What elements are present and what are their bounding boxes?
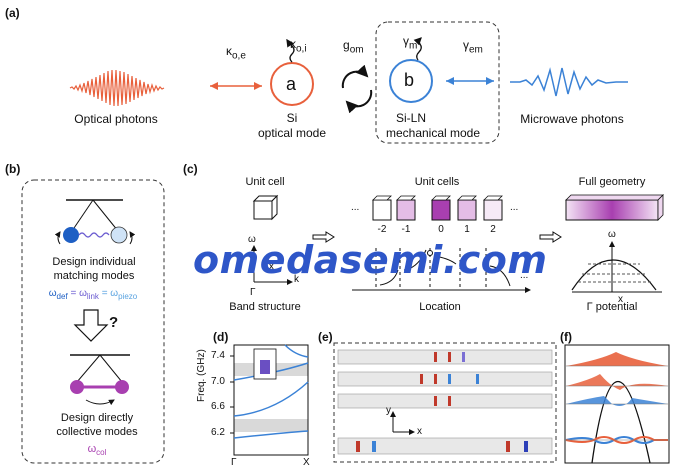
mechanical-mode-box	[375, 21, 500, 144]
microwave-pulse-waveform	[510, 67, 628, 97]
band-x-tick: X	[268, 262, 275, 273]
potential-x-label: x	[618, 294, 623, 305]
freq-axis-label: Freq. (GHz)	[196, 349, 207, 402]
design-down-arrow	[73, 309, 109, 342]
panel-e-box	[333, 342, 557, 463]
axis-y-label: y	[386, 405, 391, 416]
band-structure-label: Band structure	[229, 301, 301, 313]
omega-relation-label: ωdef = ωlink = ωpiezo	[48, 288, 138, 301]
watermark: omedasemi.com	[193, 238, 548, 282]
panel-d-letter: (d)	[213, 330, 229, 344]
ytick-6-2: 6.2	[211, 427, 225, 438]
panel-b-letter: (b)	[5, 162, 21, 176]
unit-cell-cube	[252, 194, 279, 221]
cell-index-m1: -1	[401, 224, 411, 235]
ytick-6-6: 6.6	[211, 401, 225, 412]
collective-ball-left	[70, 380, 84, 394]
location-dots: ...	[520, 270, 529, 281]
optical-photons-label: Optical photons	[74, 112, 158, 126]
gamma-em-label: γem	[463, 38, 483, 56]
cell-index-1: 1	[464, 224, 470, 235]
mode-a-circle	[270, 62, 314, 106]
kappa-oe-label: κo,e	[226, 44, 246, 62]
si-optical-mode-label: optical mode	[257, 126, 327, 140]
collective-modes-label: collective modes	[56, 426, 138, 438]
gamma-potential-plot	[571, 241, 662, 293]
collective-mode-potential	[564, 344, 670, 464]
band-gamma-tick: Γ	[250, 287, 256, 298]
link-spring	[78, 232, 110, 238]
matching-modes-label: matching modes	[53, 270, 135, 282]
piezo-mode-ball	[110, 226, 128, 244]
gamma-m-loss-arrow	[413, 37, 422, 61]
band-omega-label: ω	[248, 234, 256, 245]
panel-f-letter: (f)	[560, 330, 572, 344]
location-plot	[352, 248, 531, 293]
g-om-exchange-arrows	[341, 64, 369, 89]
cell-index-m2: -2	[377, 224, 387, 235]
si-label: Si	[286, 111, 298, 125]
g-om-label: gom	[343, 38, 364, 56]
waveguide-strips	[337, 349, 553, 455]
siln-label: Si-LN	[395, 111, 427, 125]
arrow-cells-to-full	[539, 231, 562, 243]
gamma-m-label: γm	[403, 34, 418, 52]
siln-mechanical-mode-label: mechanical mode	[385, 126, 481, 140]
unit-cells-row	[372, 195, 503, 221]
mode-profiles	[356, 352, 528, 452]
dots-right: ...	[510, 202, 519, 213]
gamma-potential-label: Γ potential	[586, 301, 638, 313]
panel-c-letter: (c)	[183, 162, 198, 176]
full-geometry-label: Full geometry	[578, 176, 646, 188]
mode-b-circle	[389, 59, 433, 103]
xtick-x: X	[303, 457, 310, 468]
unit-cell-label: Unit cell	[245, 176, 285, 188]
mode-a-label: a	[286, 74, 297, 94]
panel-e-letter: (e)	[318, 330, 333, 344]
panel-b-box	[21, 179, 165, 464]
mode-b-label: b	[404, 70, 415, 90]
microwave-photons-label: Microwave photons	[520, 112, 624, 126]
xtick-gamma: Γ	[231, 457, 237, 468]
location-label: Location	[419, 301, 461, 313]
arrow-cell-to-cells	[312, 231, 335, 243]
full-geometry-bar	[565, 194, 664, 221]
defect-mode-ball	[63, 227, 79, 243]
kappa-oi-loss-arrow	[286, 38, 295, 63]
dots-left: ...	[351, 202, 360, 213]
ytick-7-4: 7.4	[211, 350, 225, 361]
design-directly-label: Design directly	[60, 412, 134, 424]
collective-ball-right	[115, 380, 129, 394]
omega-col-label: ωcol	[87, 443, 107, 458]
dispersion-plot	[230, 344, 309, 456]
band-k-label: k	[294, 274, 299, 285]
cell-index-0: 0	[438, 224, 444, 235]
question-mark: ?	[109, 314, 119, 331]
panel-a-letter: (a)	[5, 6, 20, 20]
kappa-oi-label: κo,i	[290, 37, 307, 55]
cell-index-2: 2	[490, 224, 496, 235]
potential-omega-label: ω	[608, 229, 616, 240]
axis-x-label: x	[417, 426, 422, 437]
optical-pulse-waveform	[69, 69, 165, 107]
design-individual-label: Design individual	[52, 256, 136, 268]
unit-cells-label: Unit cells	[414, 176, 460, 188]
ytick-7-0: 7.0	[211, 376, 225, 387]
